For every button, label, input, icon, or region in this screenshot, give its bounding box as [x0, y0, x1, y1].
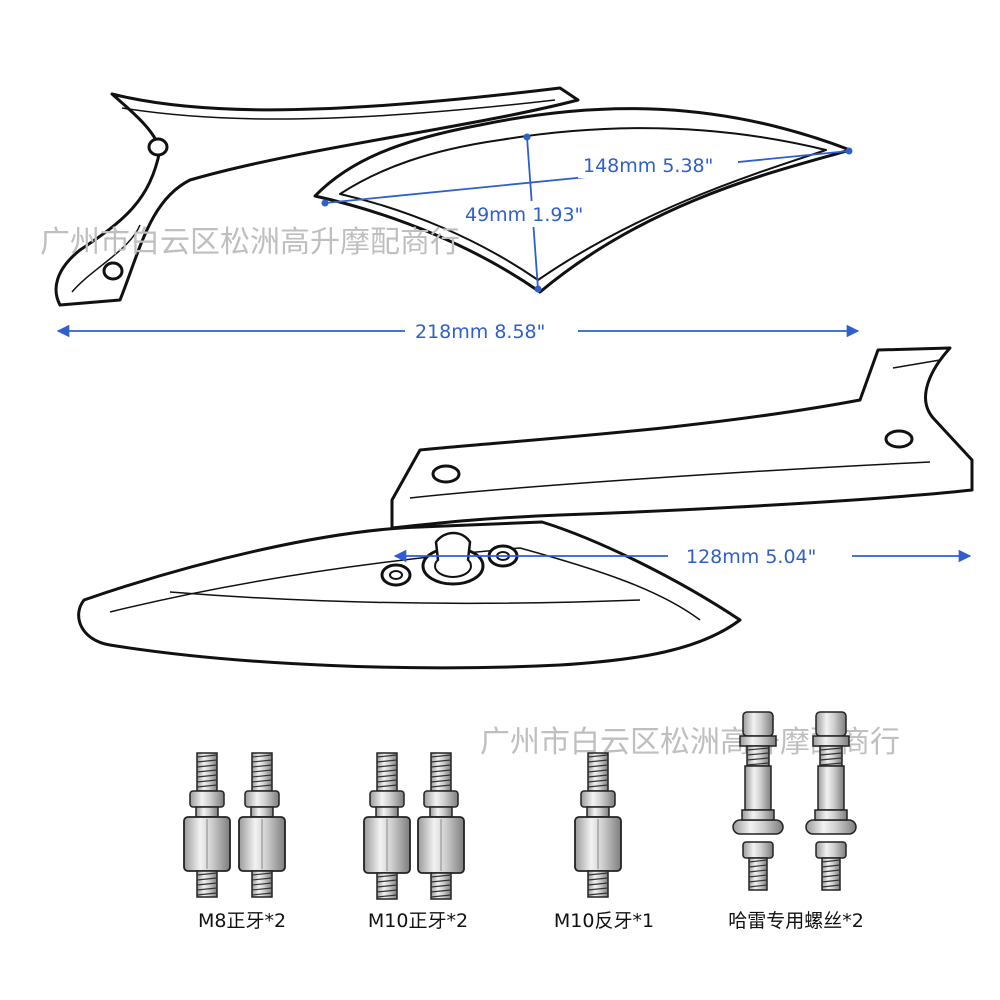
dim-label-height: 49mm 1.93" [465, 204, 583, 226]
accessory-label-m10-reverse: M10反牙*1 [553, 910, 655, 932]
accessory-group [183, 711, 857, 900]
m10-adapter-bolt [363, 752, 411, 900]
overall-length-dimension: 218mm 8.58" [56, 321, 860, 343]
watermark: 广州市白云区松洲高升摩配商行 [40, 225, 460, 260]
mount-hole [147, 137, 169, 157]
bottom-mirror-arm [390, 346, 974, 530]
top-mirror [54, 86, 852, 307]
harley-screw [732, 711, 784, 891]
bottom-mirror-head [77, 520, 742, 670]
accessory-label-m8: M8正牙*2 [197, 910, 287, 932]
mirror-length-dimension: 128mm 5.04" [393, 546, 972, 568]
harley-screw [805, 711, 857, 891]
m10-reverse-adapter-bolt [574, 752, 622, 898]
mount-hole [884, 429, 914, 449]
dim-label-mirror-length: 128mm 5.04" [686, 546, 816, 568]
m8-adapter-bolt [183, 752, 231, 898]
dim-label-overall: 218mm 8.58" [415, 321, 545, 343]
accessory-label-m10: M10正牙*2 [367, 910, 469, 932]
m8-adapter-bolt [238, 752, 286, 898]
m10-adapter-bolt [417, 752, 465, 900]
accessory-label-harley-screw: 哈雷专用螺丝*2 [728, 910, 864, 932]
top-dimensions: 148mm 5.38" 49mm 1.93" [321, 133, 853, 293]
mount-hole [102, 261, 124, 281]
dim-label-width: 148mm 5.38" [583, 155, 713, 177]
bottom-mirror [77, 346, 974, 670]
mount-hole [431, 464, 461, 484]
top-mirror-stem [54, 86, 580, 307]
